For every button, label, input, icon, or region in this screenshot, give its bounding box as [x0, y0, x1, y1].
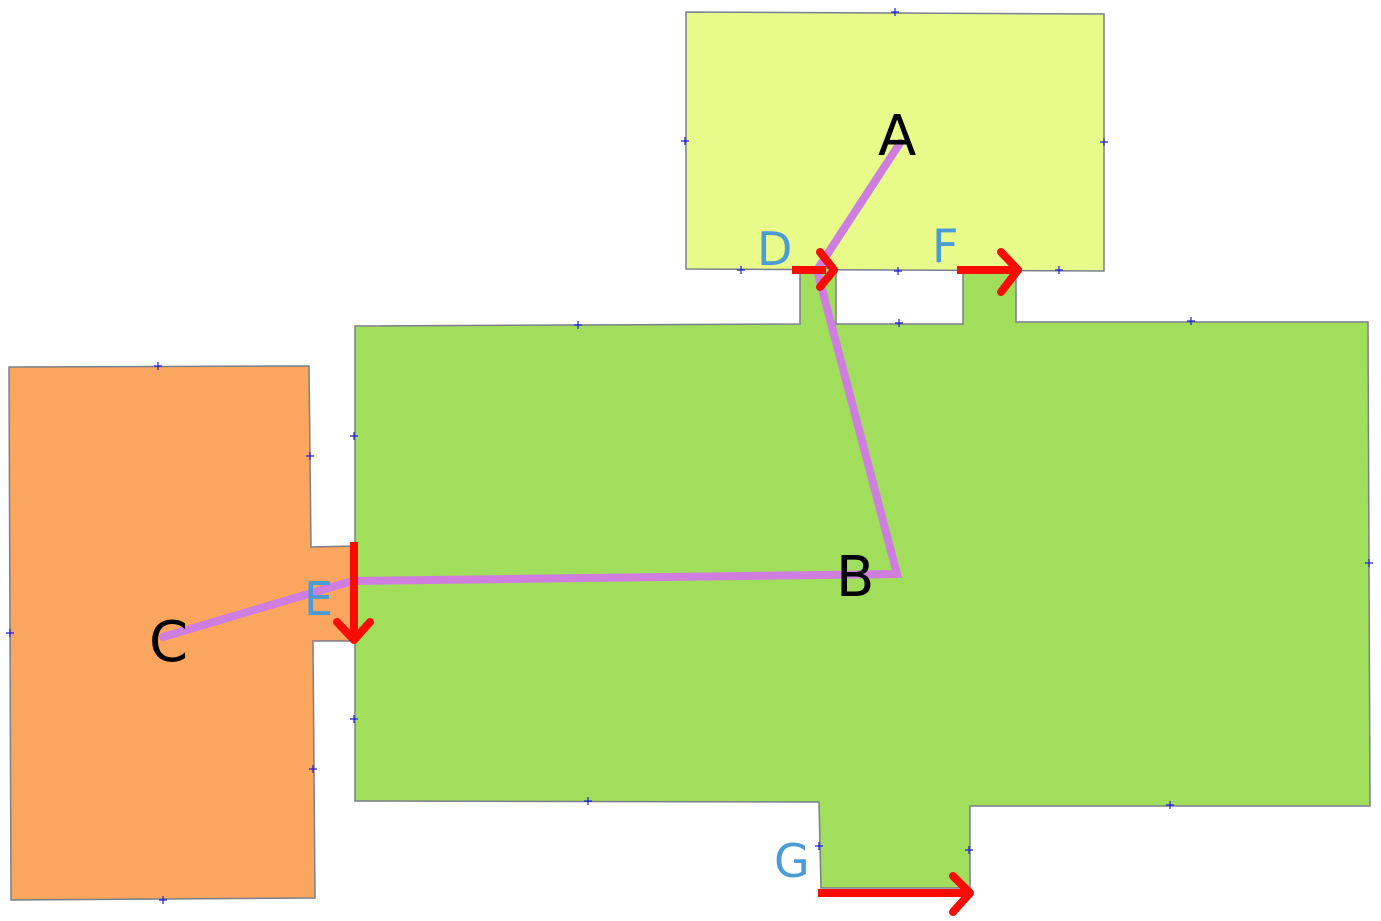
vertex-tick	[159, 896, 167, 904]
vertex-tick	[1365, 559, 1373, 567]
door-g-label: G	[774, 834, 810, 888]
room-a-area	[685, 11, 1105, 272]
vertex-tick	[815, 842, 823, 850]
vertex-tick	[891, 8, 899, 16]
room-c-label: C	[149, 610, 188, 675]
vertex-tick	[154, 362, 162, 370]
door-d-label: D	[757, 222, 792, 276]
vertex-tick	[306, 452, 314, 460]
door-f-label: F	[932, 219, 958, 273]
vertex-tick	[1166, 801, 1174, 809]
vertex-tick	[350, 715, 358, 723]
door-e-label: E	[304, 572, 333, 626]
vertex-tick	[965, 846, 973, 854]
vertex-tick	[894, 267, 902, 275]
vertex-tick	[309, 765, 317, 773]
vertex-tick	[681, 137, 689, 145]
vertex-tick	[350, 432, 358, 440]
vertex-tick	[1187, 317, 1195, 325]
door-g-arrow	[818, 872, 974, 916]
vertex-tick	[1055, 266, 1063, 274]
door-f-arrow	[957, 248, 1022, 296]
vertex-tick	[1100, 138, 1108, 146]
vertex-tick	[584, 797, 592, 805]
route-path-line	[159, 139, 904, 641]
door-e-arrow	[333, 542, 374, 644]
vertex-tick	[6, 629, 14, 637]
vertex-ticks	[6, 8, 1373, 904]
room-b-label: B	[836, 545, 874, 610]
room-a-label: A	[878, 104, 916, 169]
vertex-tick	[895, 319, 903, 327]
door-d-arrow	[792, 248, 838, 291]
vertex-tick	[737, 266, 745, 274]
vertex-tick	[574, 321, 582, 329]
